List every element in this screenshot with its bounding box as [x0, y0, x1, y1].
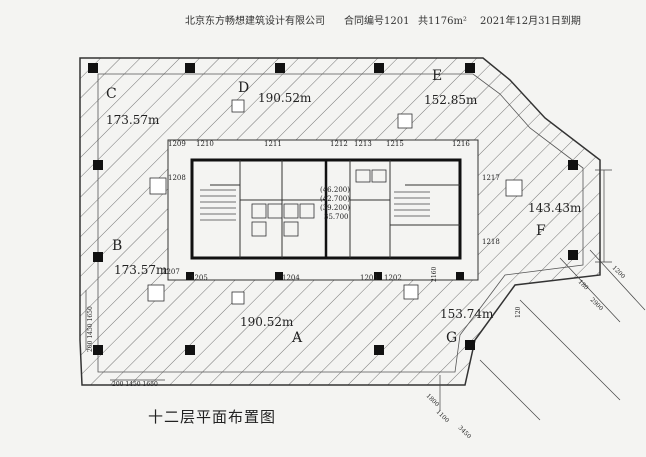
zone-g-area: 153.74m	[440, 307, 494, 321]
dim-bottom: 200 1450 1650	[112, 381, 158, 388]
zone-d-area: 190.52m	[258, 91, 312, 105]
plan-caption: 十二层平面布置图	[148, 408, 277, 426]
room-1202: 1202	[384, 274, 402, 282]
toilet-stalls	[251, 169, 387, 237]
zone-c-area: 173.57m	[106, 113, 160, 127]
elevation-3: (39.200)	[320, 204, 350, 212]
zone-b-label: B	[112, 238, 122, 254]
room-1208: 1208	[168, 174, 186, 182]
dim-1800: 1800	[425, 392, 441, 408]
room-1218: 1218	[482, 238, 500, 246]
contract-number: 合同编号1201	[344, 16, 410, 27]
zone-f-area: 143.43m	[528, 201, 582, 215]
stair-left	[200, 189, 236, 221]
room-1203: 1203	[360, 274, 378, 282]
room-1212: 1212	[330, 140, 348, 148]
zone-d-label: D	[238, 80, 249, 96]
elevation-2: (42.700)	[320, 195, 350, 203]
company-name: 北京东方畅想建筑设计有限公司	[185, 16, 325, 27]
room-1207: 1207	[162, 268, 180, 276]
dim-2160: 2160	[431, 267, 438, 282]
dimension-lines	[85, 169, 646, 421]
elevation-4: 35.700	[324, 213, 349, 221]
room-1215: 1215	[386, 140, 404, 148]
zone-a-area: 190.52m	[240, 315, 294, 329]
dim-3450: 3450	[457, 424, 473, 440]
structural-columns	[88, 63, 578, 355]
zone-f-label: F	[536, 223, 546, 239]
room-1209: 1209	[168, 140, 186, 148]
dim-120: 120	[515, 306, 522, 318]
dim-1100: 1100	[435, 408, 451, 424]
zone-e-area: 152.85m	[424, 93, 478, 107]
room-1204: 1204	[282, 274, 300, 282]
elevation-1: (46.200)	[320, 186, 350, 194]
zone-a-label: A	[291, 330, 303, 346]
dim-left: 200 1450 1650	[87, 306, 94, 352]
zone-g-label: G	[446, 330, 457, 346]
expiry-date: 2021年12月31日到期	[480, 16, 581, 27]
total-area: 共1176m²	[418, 16, 467, 27]
zone-c-label: C	[106, 86, 117, 102]
room-1213: 1213	[354, 140, 372, 148]
dim-2900: 2900	[589, 296, 605, 312]
zone-b-area: 173.57m	[114, 263, 168, 277]
zone-e-label: E	[432, 68, 442, 84]
room-1217: 1217	[482, 174, 500, 182]
dim-180: 180	[577, 278, 590, 291]
room-1211: 1211	[264, 140, 282, 148]
room-1205: 1205	[190, 274, 208, 282]
perimeter-units	[147, 99, 523, 305]
inner-outline	[97, 73, 584, 373]
stair-right	[394, 191, 430, 217]
dim-1200: 1200	[611, 264, 627, 280]
room-1216: 1216	[452, 140, 470, 148]
room-1210: 1210	[196, 140, 214, 148]
